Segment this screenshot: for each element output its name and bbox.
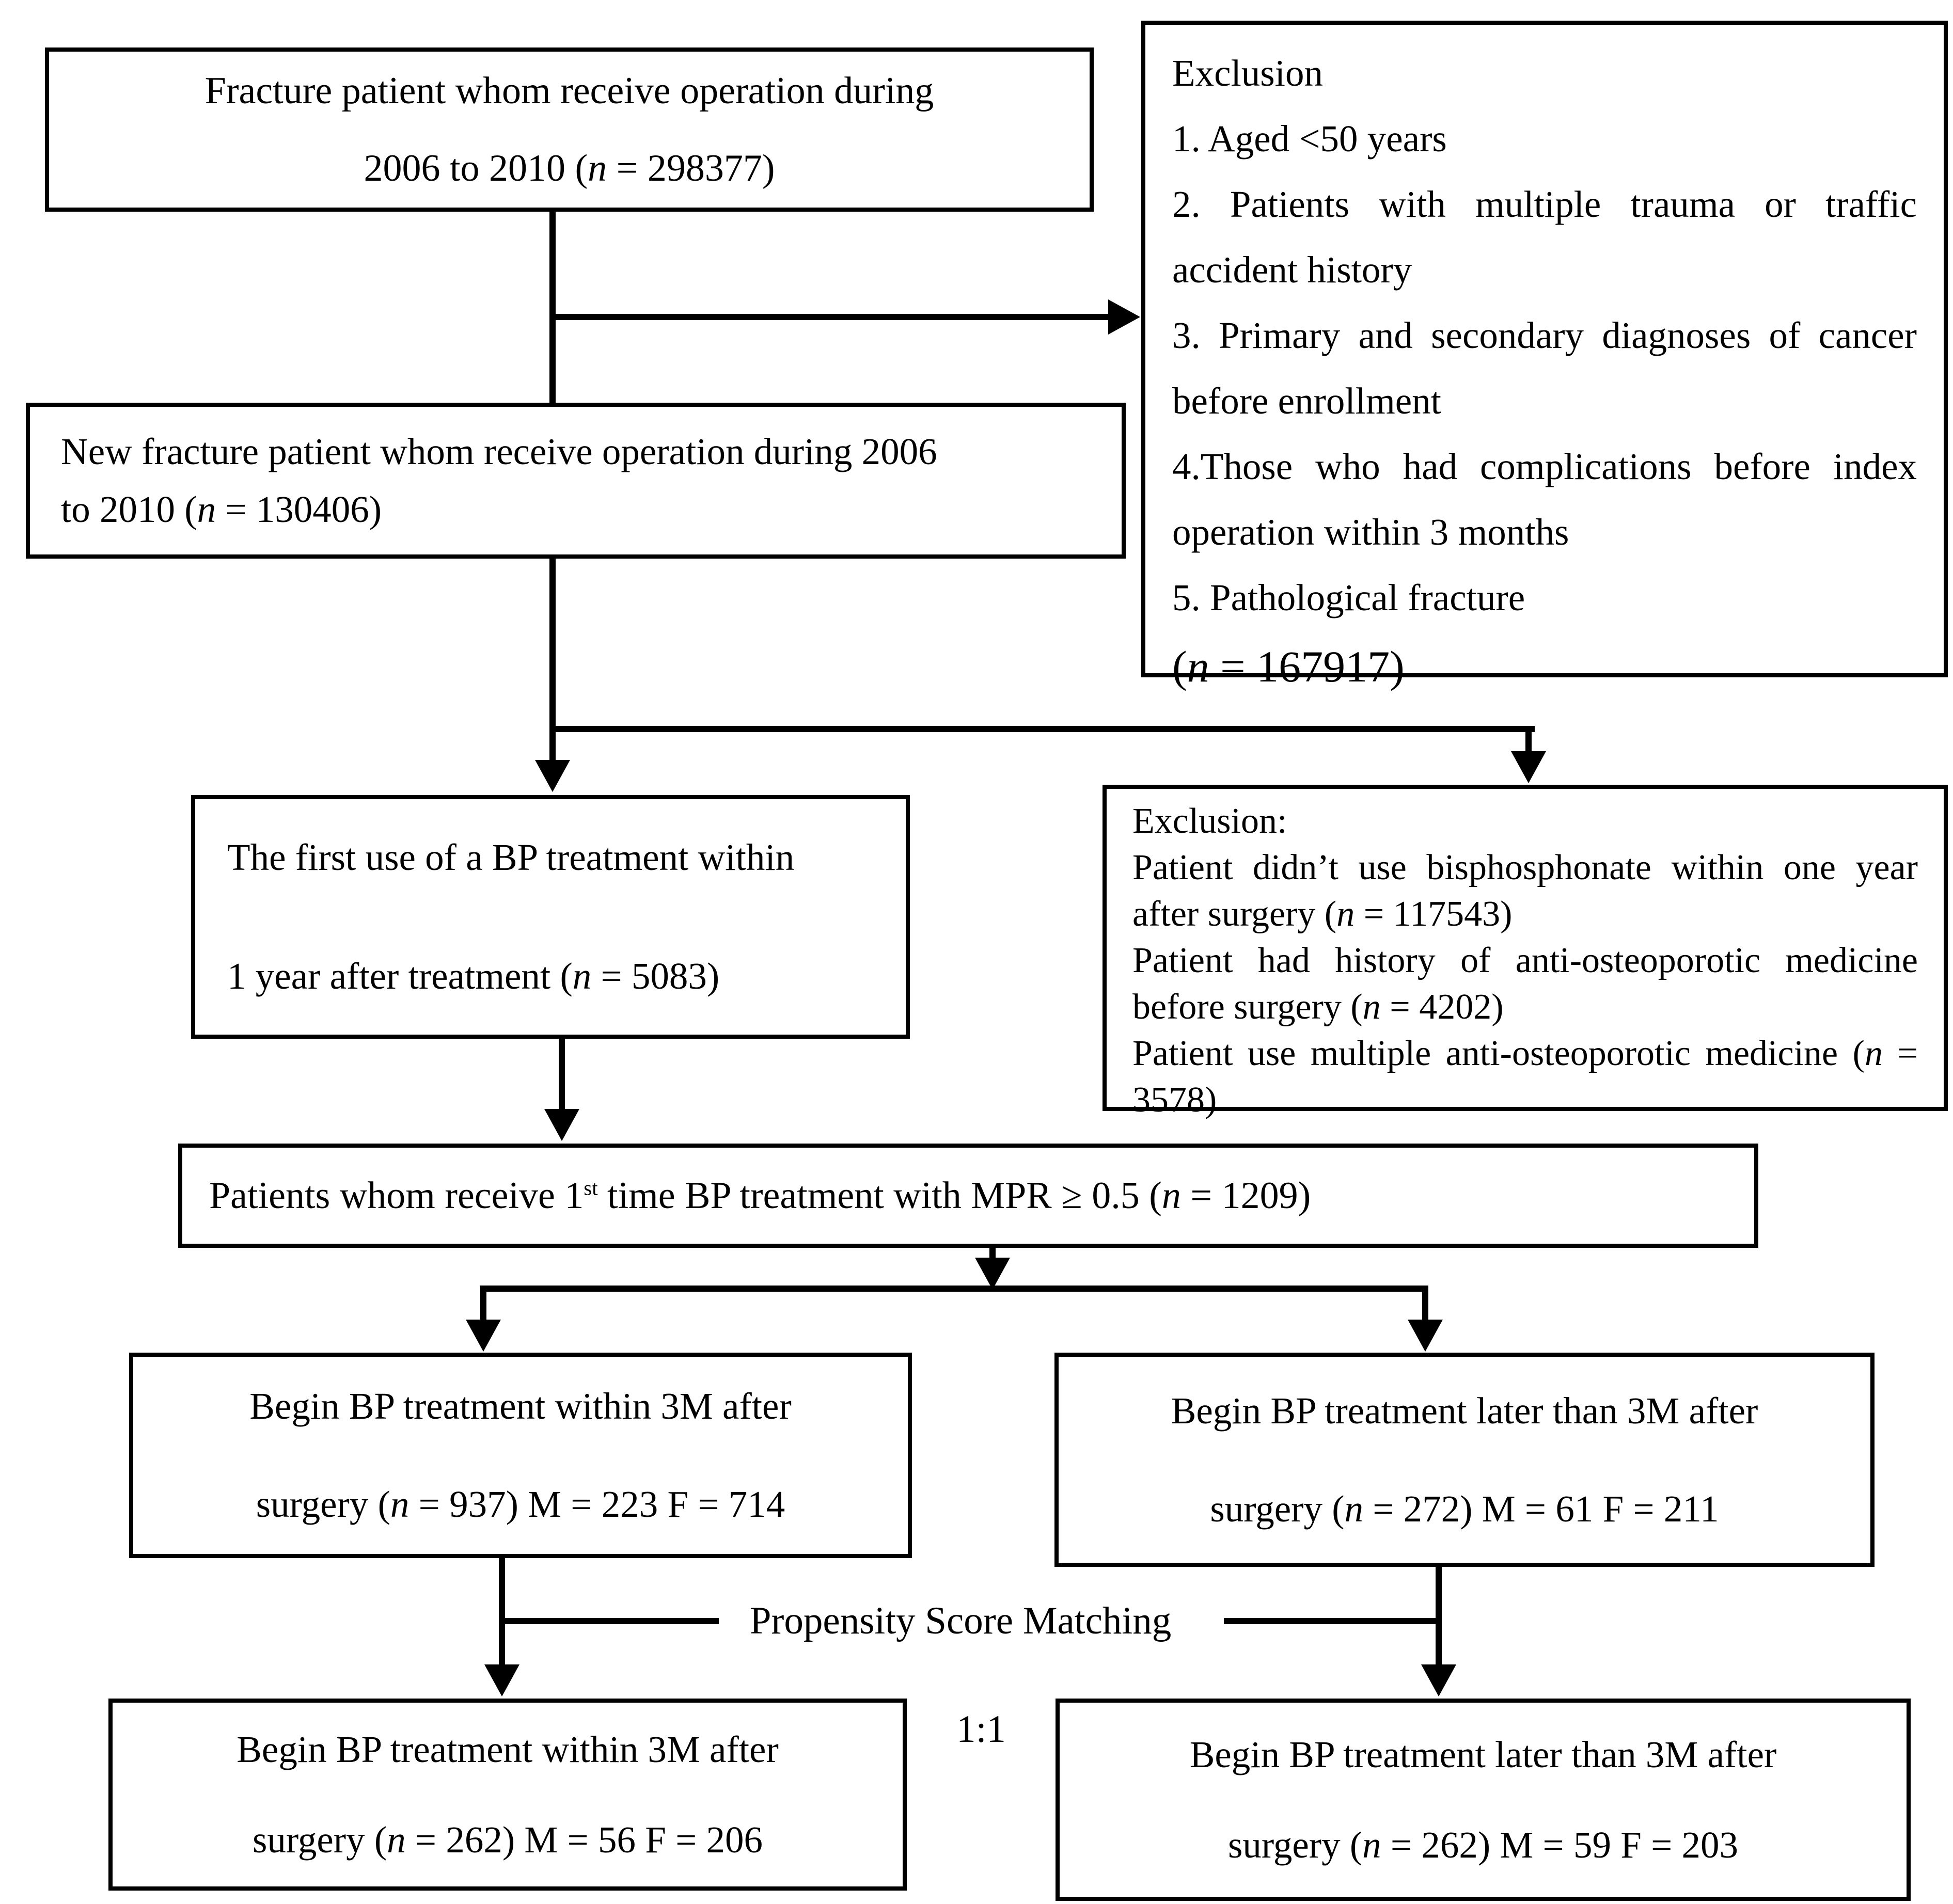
box-within-3m-matched: Begin BP treatment within 3M after surge…: [108, 1699, 907, 1891]
connector-split-horizontal: [480, 1286, 1428, 1292]
exclusion1-item1: 1. Aged <50 years: [1172, 118, 1447, 160]
box-mpr-line1: Patients whom receive 1st time BP treatm…: [209, 1175, 1311, 1217]
arrowhead-right-exclusion1-icon: [1108, 299, 1140, 335]
exclusion2-item1: Patient didn’t use bisphosphonate within…: [1132, 848, 1918, 934]
matching-ratio-label: 1:1: [956, 1708, 1006, 1751]
connector-later3m-to-matched: [1436, 1567, 1442, 1667]
exclusion1-item4: 4.Those who had complications before ind…: [1172, 446, 1917, 553]
box-within-3m: Begin BP treatment within 3M after surge…: [129, 1353, 912, 1558]
arrowhead-down-split-icon: [975, 1258, 1010, 1290]
box-later-3m: Begin BP treatment later than 3M after s…: [1054, 1353, 1875, 1567]
box-first-bp-line2: 1 year after treatment (n = 5083): [227, 955, 720, 997]
exclusion1-item2: 2. Patients with multiple trauma or traf…: [1172, 183, 1917, 291]
box-within-3m-matched-line2: surgery (n = 262) M = 56 F = 206: [253, 1819, 763, 1861]
connector-psm-right-tick: [1224, 1618, 1442, 1624]
exclusion1-item5: 5. Pathological fracture: [1172, 577, 1525, 618]
arrowhead-down-later3m-icon: [1408, 1320, 1443, 1352]
connector-to-exclusion2: [549, 726, 1535, 732]
box-mpr: Patients whom receive 1st time BP treatm…: [178, 1144, 1758, 1248]
exclusion2-item3: Patient use multiple anti-osteoporotic m…: [1132, 1034, 1918, 1120]
exclusion1-n: (n = 167917): [1172, 642, 1405, 691]
box-initial-cohort: Fracture patient whom receive operation …: [45, 47, 1094, 212]
connector-to-exclusion1: [549, 314, 1108, 320]
arrowhead-down-firstbp-icon: [535, 760, 570, 792]
connector-firstbp-to-mpr: [559, 1038, 565, 1110]
box-later-3m-line1: Begin BP treatment later than 3M after: [1171, 1389, 1758, 1432]
arrowhead-down-later3m-matched-icon: [1421, 1664, 1456, 1696]
arrowhead-down-mpr-icon: [544, 1109, 579, 1141]
box-exclusion-2: Exclusion: Patient didn’t use bisphospho…: [1102, 785, 1948, 1120]
exclusion2-title: Exclusion:: [1132, 801, 1287, 841]
connector-exclusion2-drop: [1525, 726, 1532, 753]
box-first-bp: The first use of a BP treatment within 1…: [191, 795, 910, 1039]
box-later-3m-matched-line2: surgery (n = 262) M = 59 F = 203: [1228, 1824, 1738, 1866]
box-within-3m-line1: Begin BP treatment within 3M after: [249, 1385, 792, 1427]
exclusion1-title: Exclusion: [1172, 52, 1323, 94]
arrowhead-down-within3m-icon: [466, 1320, 501, 1352]
connector-split-right-drop: [1422, 1286, 1428, 1322]
box-within-3m-matched-line1: Begin BP treatment within 3M after: [237, 1728, 779, 1770]
box-later-3m-matched-line1: Begin BP treatment later than 3M after: [1189, 1734, 1777, 1775]
box-within-3m-line2: surgery (n = 937) M = 223 F = 714: [256, 1483, 785, 1525]
connector-psm-left-tick: [502, 1618, 719, 1624]
connector-split-left-drop: [480, 1286, 486, 1322]
box-exclusion-1: Exclusion 1. Aged <50 years 2. Patients …: [1141, 21, 1948, 691]
box-later-3m-line2: surgery (n = 272) M = 61 F = 211: [1210, 1487, 1719, 1530]
exclusion2-item2: Patient had history of anti-osteoporotic…: [1132, 941, 1918, 1027]
box-new-fracture: New fracture patient whom receive operat…: [26, 403, 1126, 559]
propensity-score-matching-label: Propensity Score Matching: [749, 1599, 1172, 1642]
arrowhead-down-within3m-matched-icon: [484, 1664, 519, 1696]
exclusion1-item3: 3. Primary and secondary diagnoses of ca…: [1172, 314, 1917, 422]
connector-mpr-drop: [989, 1247, 996, 1260]
box-first-bp-line1: The first use of a BP treatment within: [227, 836, 795, 878]
box-new-fracture-line2: to 2010 (n = 130406): [61, 488, 382, 530]
connector-new-to-firstbp: [549, 554, 556, 761]
connector-within3m-to-matched: [499, 1558, 505, 1667]
arrowhead-down-exclusion2-icon: [1511, 751, 1546, 783]
box-new-fracture-line1: New fracture patient whom receive operat…: [61, 431, 937, 472]
box-initial-line2: 2006 to 2010 (n = 298377): [364, 147, 775, 189]
box-later-3m-matched: Begin BP treatment later than 3M after s…: [1056, 1699, 1911, 1901]
box-initial-line1: Fracture patient whom receive operation …: [204, 70, 934, 112]
connector-initial-to-new: [549, 208, 556, 405]
